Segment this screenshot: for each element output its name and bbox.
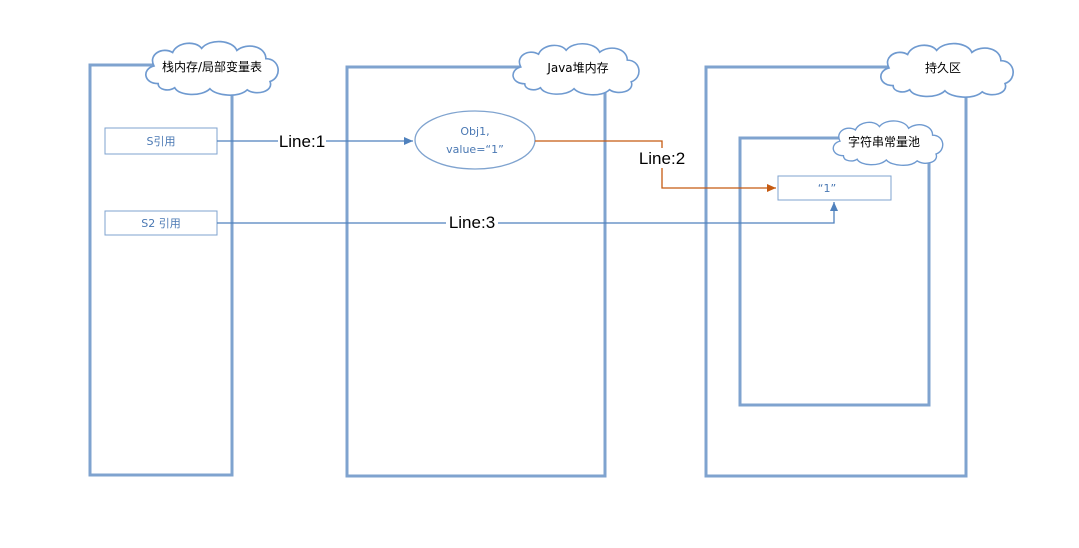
heap-object: Obj1, value=“1” xyxy=(414,110,536,170)
pool-value-label: “1” xyxy=(818,182,836,195)
heap-object-line2: value=“1” xyxy=(446,143,504,156)
connector-line-3-label: Line:3 xyxy=(449,213,495,232)
string-pool-region: 字符串常量池 xyxy=(738,120,944,407)
s2-reference-label: S2 引用 xyxy=(141,216,180,230)
pool-title-cloud: 字符串常量池 xyxy=(832,120,944,166)
s-reference-label: S引用 xyxy=(147,134,176,148)
connector-line-1: Line:1 xyxy=(217,131,413,151)
connector-line-2: Line:2 xyxy=(535,140,776,192)
connector-line-3: Line:3 xyxy=(217,202,838,232)
stack-memory-region: 栈内存/局部变量表 xyxy=(88,40,280,477)
pool-title: 字符串常量池 xyxy=(848,134,920,149)
heap-object-line1: Obj1, xyxy=(460,125,489,138)
connector-line-1-label: Line:1 xyxy=(279,132,325,151)
heap-title: Java堆内存 xyxy=(546,61,608,75)
perm-title: 持久区 xyxy=(925,60,961,75)
perm-region: 持久区 xyxy=(704,42,1015,478)
pool-value-box: “1” xyxy=(777,175,892,201)
heap-memory-region: Java堆内存 xyxy=(345,42,640,478)
s-reference-box: S引用 xyxy=(104,127,218,155)
heap-title-cloud: Java堆内存 xyxy=(512,42,640,96)
s2-reference-box: S2 引用 xyxy=(104,210,218,236)
perm-title-cloud: 持久区 xyxy=(879,42,1015,98)
connector-line-2-label: Line:2 xyxy=(639,149,685,168)
stack-title: 栈内存/局部变量表 xyxy=(162,59,262,74)
stack-title-cloud: 栈内存/局部变量表 xyxy=(144,40,280,96)
